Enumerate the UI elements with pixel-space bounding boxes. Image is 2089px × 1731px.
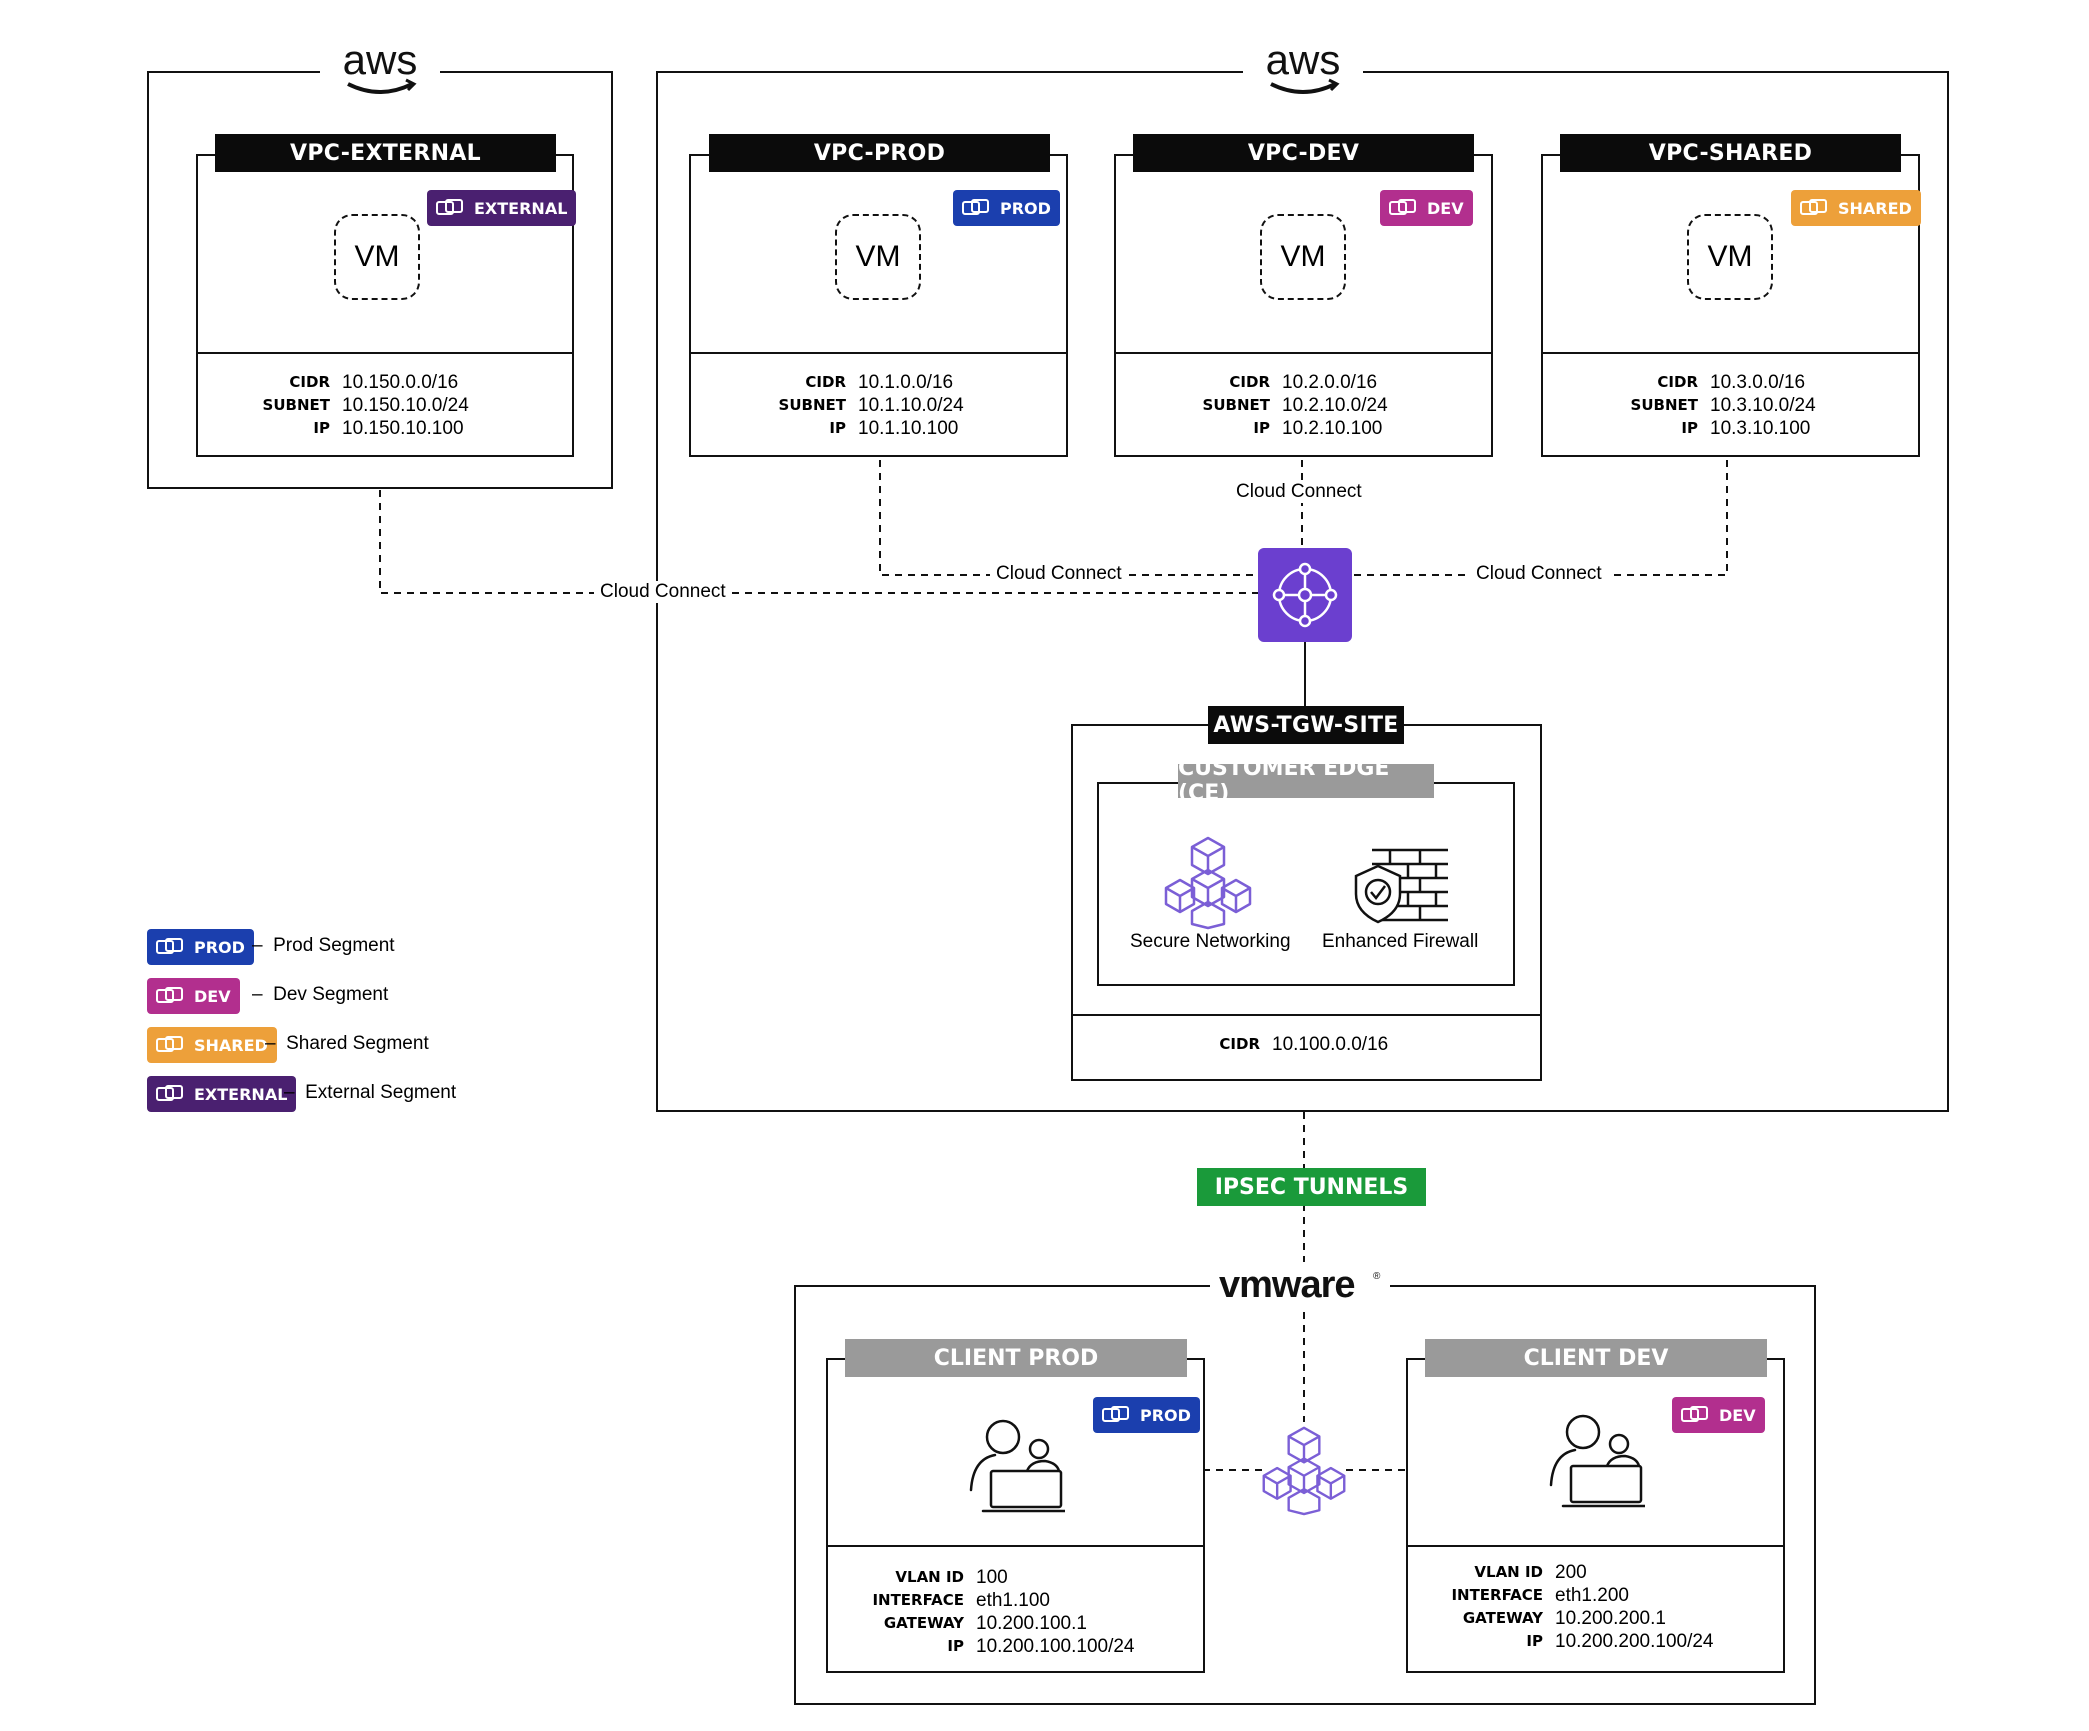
legend-badge-dev: DEV [147, 978, 240, 1014]
segment-icon [156, 1085, 183, 1101]
customer-edge-title: CUSTOMER EDGE (CE) [1178, 756, 1434, 806]
aws-logo: aws [1243, 38, 1363, 106]
secure-networking-label: Secure Networking [1130, 931, 1291, 952]
legend-text: – Prod Segment [252, 935, 395, 956]
segment-icon [1681, 1406, 1708, 1422]
svg-text:aws: aws [1266, 40, 1341, 83]
firewall-shield-icon [1354, 848, 1448, 924]
vpc-title: VPC-SHARED [1560, 134, 1901, 172]
segment-badge-shared: SHARED [1791, 190, 1921, 226]
vpc-title: VPC-PROD [709, 134, 1050, 172]
vpc-title: VPC-EXTERNAL [215, 134, 556, 172]
badge-label: SHARED [1838, 198, 1912, 218]
site-title: AWS-TGW-SITE [1208, 706, 1404, 744]
vmware-logo: vmware ® [1210, 1262, 1390, 1308]
user-laptop-icon [1549, 1414, 1645, 1508]
legend-text: – Shared Segment [265, 1033, 429, 1054]
legend-text: – External Segment [284, 1082, 457, 1103]
user-laptop-icon [969, 1419, 1065, 1513]
segment-badge-prod: PROD [953, 190, 1060, 226]
vm-node: VM [1687, 214, 1773, 300]
cloud-connect-label: Cloud Connect [1470, 563, 1608, 585]
vpc-title: VPC-DEV [1133, 134, 1474, 172]
badge-label: PROD [1140, 1405, 1191, 1425]
client-title: CLIENT DEV [1425, 1339, 1767, 1377]
badge-label: PROD [1000, 198, 1051, 218]
vm-node: VM [1260, 214, 1346, 300]
segment-icon [1102, 1406, 1129, 1422]
segment-badge-external: EXTERNAL [427, 190, 577, 226]
segment-icon [962, 199, 989, 215]
segment-icon [156, 1036, 183, 1052]
svg-text:vmware: vmware [1219, 1265, 1355, 1305]
segment-icon [436, 199, 463, 215]
badge-label: PROD [194, 937, 245, 957]
legend-badge-shared: SHARED [147, 1027, 277, 1063]
badge-label: DEV [1719, 1405, 1756, 1425]
cubes-icon [1262, 1426, 1346, 1516]
svg-text:®: ® [1373, 1271, 1381, 1282]
legend-badge-external: EXTERNAL [147, 1076, 297, 1112]
transit-gateway-icon [1258, 548, 1352, 642]
segment-badge-dev: DEV [1380, 190, 1473, 226]
badge-label: SHARED [194, 1035, 268, 1055]
badge-label: DEV [194, 986, 231, 1006]
enhanced-firewall-label: Enhanced Firewall [1322, 931, 1479, 952]
cloud-connect-label: Cloud Connect [594, 581, 732, 603]
cloud-connect-label: Cloud Connect [1230, 481, 1368, 503]
segment-icon [1389, 199, 1416, 215]
segment-badge-prod: PROD [1093, 1397, 1200, 1433]
ipsec-tunnels-label: IPSEC TUNNELS [1197, 1168, 1426, 1206]
svg-text:aws: aws [343, 40, 418, 83]
segment-icon [156, 987, 183, 1003]
badge-label: EXTERNAL [474, 198, 568, 218]
client-title: CLIENT PROD [845, 1339, 1187, 1377]
vm-node: VM [334, 214, 420, 300]
segment-badge-dev: DEV [1672, 1397, 1765, 1433]
aws-logo: aws [320, 38, 440, 106]
badge-label: DEV [1427, 198, 1464, 218]
cubes-icon [1164, 836, 1252, 930]
segment-icon [156, 938, 183, 954]
legend-text: – Dev Segment [252, 984, 389, 1005]
cloud-connect-label: Cloud Connect [990, 563, 1128, 585]
badge-label: EXTERNAL [194, 1084, 288, 1104]
legend-badge-prod: PROD [147, 929, 254, 965]
vm-node: VM [835, 214, 921, 300]
segment-icon [1800, 199, 1827, 215]
